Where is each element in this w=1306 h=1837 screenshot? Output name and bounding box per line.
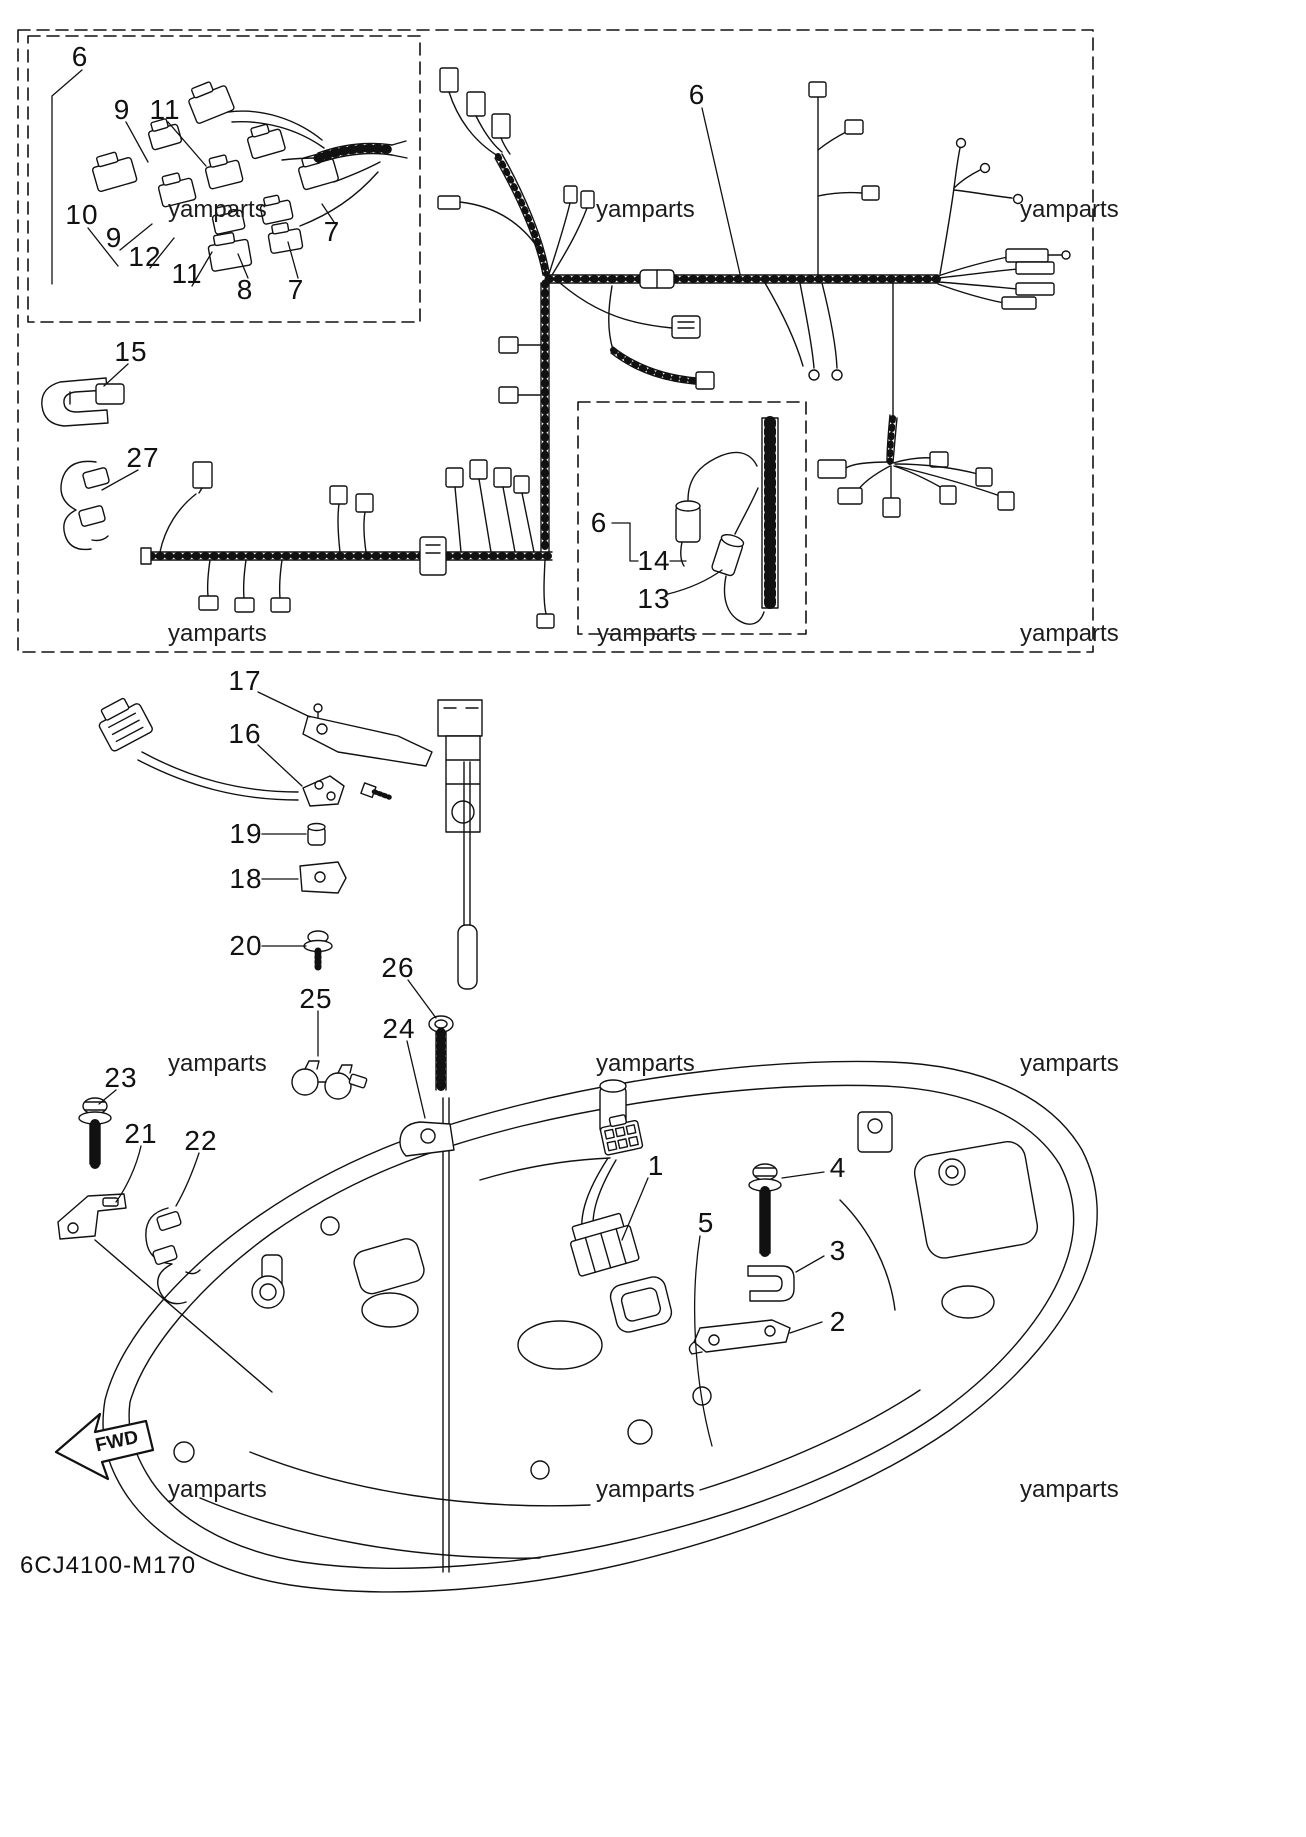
main-wire-harness bbox=[437, 67, 1071, 556]
part-label: 23 bbox=[104, 1062, 138, 1093]
clamp-27 bbox=[60, 460, 110, 551]
part-label: 2 bbox=[829, 1306, 847, 1337]
part-label: 6 bbox=[590, 507, 608, 538]
part-label: 15 bbox=[114, 336, 148, 367]
bolt-23 bbox=[78, 1097, 112, 1169]
part-label: 22 bbox=[184, 1125, 218, 1156]
bolt-26 bbox=[428, 1015, 454, 1095]
watermark: yamparts bbox=[596, 1476, 695, 1503]
part-label: 7 bbox=[323, 216, 341, 247]
watermark: yamparts bbox=[596, 196, 695, 223]
lever-bracket-assembly bbox=[98, 697, 483, 990]
part-label: 21 bbox=[124, 1118, 158, 1149]
part-label: 7 bbox=[287, 274, 305, 305]
watermark: yamparts bbox=[168, 196, 267, 223]
fwd-arrow: FWD bbox=[54, 1412, 155, 1481]
grommet-5 bbox=[609, 1276, 673, 1333]
part-label: 13 bbox=[637, 583, 671, 614]
connector-detail-box bbox=[27, 35, 421, 323]
part-label: 1 bbox=[647, 1150, 665, 1181]
connector-cluster bbox=[92, 81, 408, 272]
part-label: 8 bbox=[236, 274, 254, 305]
clamp-15 bbox=[41, 377, 125, 427]
watermark: yamparts bbox=[1020, 1050, 1119, 1077]
part-label: 6 bbox=[688, 79, 706, 110]
part-label: 20 bbox=[229, 930, 263, 961]
outer-dashed-box bbox=[17, 29, 1094, 653]
watermark: yamparts bbox=[596, 1050, 695, 1077]
part-label: 9 bbox=[105, 222, 123, 253]
clamp-pair-25 bbox=[291, 1060, 368, 1100]
part-label: 19 bbox=[229, 818, 263, 849]
coupler-1 bbox=[570, 1114, 644, 1277]
long-rod bbox=[442, 1097, 450, 1573]
part-label: 5 bbox=[697, 1207, 715, 1238]
part-label: 11 bbox=[171, 258, 203, 289]
part-label: 11 bbox=[149, 94, 181, 125]
spark-plug-caps bbox=[675, 416, 779, 625]
watermark: yamparts bbox=[1020, 1476, 1119, 1503]
clamp-3 bbox=[747, 1265, 795, 1302]
part-label: 16 bbox=[228, 718, 262, 749]
watermark: yamparts bbox=[168, 620, 267, 647]
part-label: 3 bbox=[829, 1235, 847, 1266]
part-label: 27 bbox=[126, 442, 160, 473]
part-label: 26 bbox=[381, 952, 415, 983]
part-label: 24 bbox=[382, 1013, 416, 1044]
bracket-24 bbox=[399, 1121, 455, 1157]
watermark: yamparts bbox=[168, 1050, 267, 1077]
part-label: 14 bbox=[637, 545, 671, 576]
diagram-code: 6CJ4100-M170 bbox=[20, 1552, 197, 1579]
watermark: yamparts bbox=[1020, 196, 1119, 223]
part-label: 10 bbox=[65, 199, 99, 230]
callout-leader-lines bbox=[51, 69, 825, 1447]
watermark: yamparts bbox=[597, 620, 696, 647]
watermark: yamparts bbox=[1020, 620, 1119, 647]
bracket-2 bbox=[688, 1319, 791, 1355]
clamp-22 bbox=[145, 1207, 201, 1305]
part-label: 6 bbox=[71, 41, 89, 72]
part-label: 25 bbox=[299, 983, 333, 1014]
part-label: 9 bbox=[113, 94, 131, 125]
bracket-21 bbox=[57, 1193, 273, 1393]
bottom-cowling bbox=[102, 1060, 1098, 1593]
part-label: 17 bbox=[228, 665, 262, 696]
bolt-4 bbox=[748, 1163, 782, 1258]
part-label: 12 bbox=[128, 241, 162, 272]
lower-wire-harness bbox=[140, 459, 556, 629]
part-label: 18 bbox=[229, 863, 263, 894]
watermark: yamparts bbox=[168, 1476, 267, 1503]
part-label: 4 bbox=[829, 1152, 847, 1183]
plug-cap-detail-box bbox=[577, 401, 807, 635]
